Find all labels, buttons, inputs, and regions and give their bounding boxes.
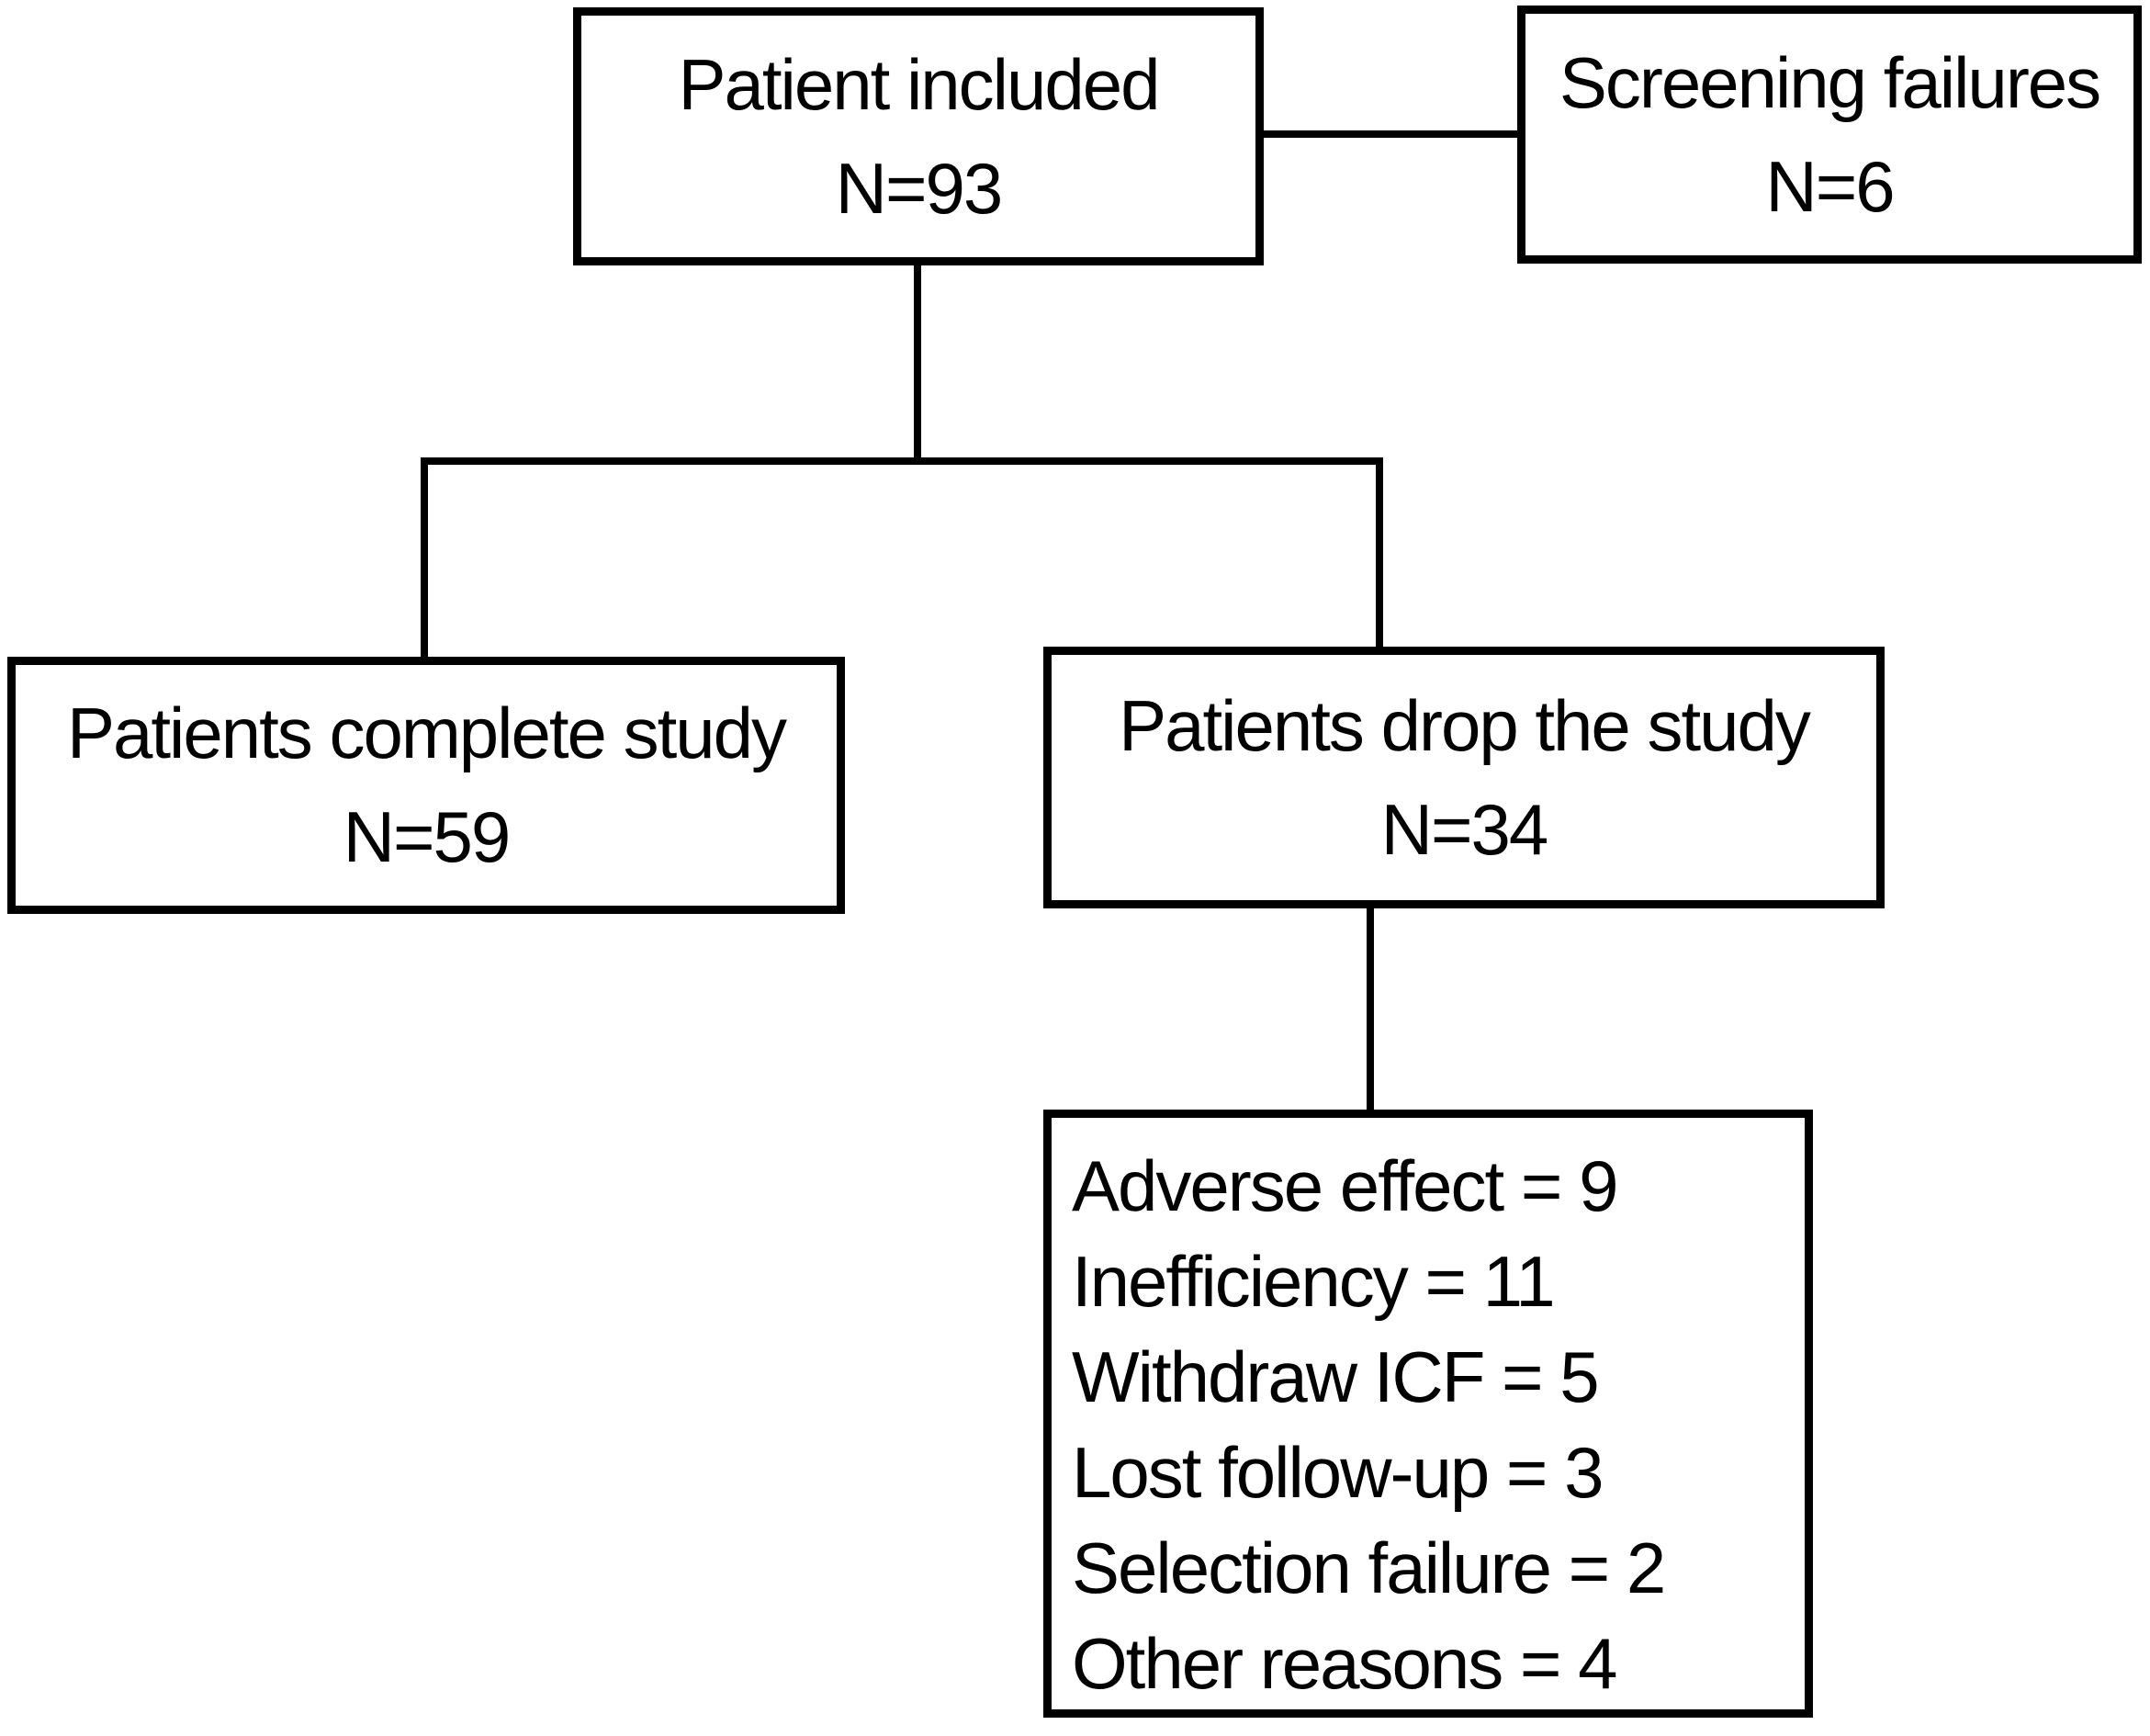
reason-line: Withdraw ICF = 5 [1072,1336,1600,1417]
connector-included-to-screening [1264,130,1517,138]
node-drop-reasons: Adverse effect = 9 Inefficiency = 11 Withd… [1043,1110,1813,1718]
node-patients-complete-study-count: N=59 [343,796,512,877]
node-screening-failures-count: N=6 [1765,145,1895,227]
node-patients-complete-study: Patients complete study N=59 [7,657,845,914]
node-patients-drop-study-count: N=34 [1380,788,1549,870]
node-patients-drop-study-label: Patients drop the study [1119,684,1811,766]
connector-branch-to-drop [1376,465,1383,650]
node-patient-included-count: N=93 [835,147,1004,229]
connector-included-down [914,265,921,461]
node-screening-failures-label: Screening failures [1559,41,2101,123]
node-patient-included: Patient included N=93 [573,7,1264,265]
node-patient-included-label: Patient included [678,43,1160,125]
reason-line: Selection failure = 2 [1072,1527,1666,1608]
node-patients-complete-study-label: Patients complete study [66,693,787,773]
reason-line: Lost follow-up = 3 [1072,1432,1604,1513]
connector-branch-horizontal [421,457,1383,465]
reason-line: Other reasons = 4 [1072,1623,1618,1704]
reason-line: Adverse effect = 9 [1072,1145,1618,1226]
reason-line: Inefficiency = 11 [1072,1241,1556,1322]
connector-drop-to-reasons [1367,908,1374,1112]
node-patients-drop-study: Patients drop the study N=34 [1043,647,1885,908]
connector-branch-to-complete [421,465,428,659]
node-screening-failures: Screening failures N=6 [1517,6,2142,264]
